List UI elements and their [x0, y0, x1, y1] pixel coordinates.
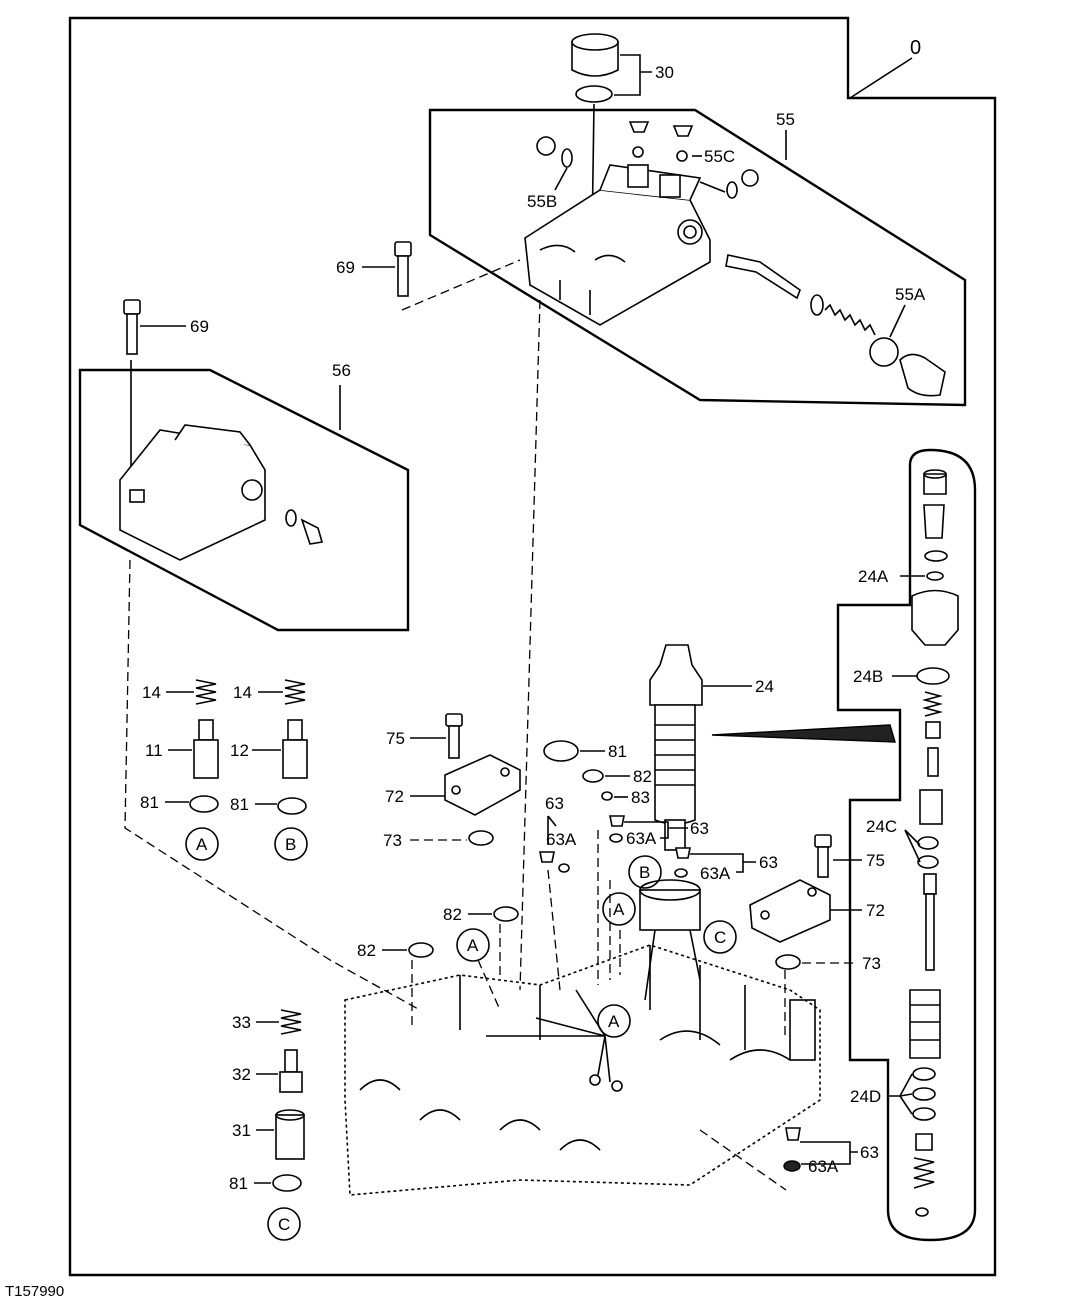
callout-33: 33 [232, 1013, 251, 1032]
valve-block-56 [119, 424, 324, 561]
callout-24: 24 [755, 677, 774, 696]
main-valve-body [344, 879, 821, 1196]
callout-11: 11 [145, 741, 163, 760]
callout-82-low: 82 [357, 941, 376, 960]
callout-63a-b: 63A [626, 829, 657, 848]
ref-circle-a-left-mid: A [456, 928, 490, 962]
callout-69-left: 69 [190, 317, 209, 336]
subassembly-55-outline [428, 108, 967, 407]
ref-circle-a-center: A [602, 892, 636, 926]
callout-72-left: 72 [385, 787, 404, 806]
callout-24c: 24C [866, 817, 897, 836]
svg-text:C: C [714, 928, 726, 947]
springs-14 [195, 679, 306, 705]
ref-circle-a-lower: A [597, 1004, 631, 1038]
o-ring-81-bottom [272, 1174, 302, 1192]
screws-top [628, 121, 694, 162]
callout-30: 30 [655, 63, 674, 82]
callout-14-left: 14 [142, 683, 161, 702]
plug-63-a [539, 851, 570, 873]
o-ring-82-center [582, 769, 604, 783]
callout-63-b: 63 [690, 819, 709, 838]
figure-id: T157990 [5, 1283, 64, 1300]
callout-55c: 55C [704, 147, 735, 166]
callout-63-c: 63 [759, 853, 778, 872]
piston-32 [279, 1049, 303, 1093]
svg-text:A: A [196, 835, 208, 854]
cap-30 [571, 33, 619, 103]
callout-75-left: 75 [386, 729, 405, 748]
kit-24-parts [909, 469, 959, 1217]
callout-55: 55 [776, 110, 795, 129]
callout-75-right: 75 [866, 851, 885, 870]
o-ring-81-b [277, 797, 307, 815]
callout-12: 12 [230, 741, 249, 760]
cover-72-right [749, 834, 832, 943]
callout-81-a: 81 [140, 793, 159, 812]
plug-63-c [674, 847, 691, 878]
cover-72-left [444, 713, 521, 816]
callout-56: 56 [332, 361, 351, 380]
callout-55b: 55B [527, 192, 557, 211]
spool-55 [725, 254, 946, 397]
callout-81-bottom: 81 [229, 1174, 248, 1193]
callout-24b: 24B [853, 667, 883, 686]
callout-14-right: 14 [233, 683, 252, 702]
o-ring-73-right [775, 954, 801, 970]
o-ring-73-left [468, 830, 494, 846]
callout-73-left: 73 [383, 831, 402, 850]
callout-83: 83 [631, 788, 650, 807]
valve-housing-55 [524, 164, 711, 326]
callout-81-center: 81 [608, 742, 627, 761]
sleeve-31 [275, 1109, 305, 1160]
o-ring-82-low [408, 942, 434, 958]
svg-text:B: B [639, 863, 650, 882]
callout-31: 31 [232, 1121, 251, 1140]
plug-63-b [609, 815, 625, 843]
cartridge-valve-24 [649, 644, 703, 851]
screw-69-left [123, 299, 141, 355]
callout-72-right: 72 [866, 901, 885, 920]
o-ring-81-center [543, 740, 579, 762]
callout-32: 32 [232, 1065, 251, 1084]
ref-circle-a-left: A [185, 827, 219, 861]
o-ring-83 [601, 791, 613, 801]
callout-69-top: 69 [336, 258, 355, 277]
callout-82-mid: 82 [443, 905, 462, 924]
ref-circle-c-center: C [703, 920, 737, 954]
plug-63-bottom [783, 1127, 801, 1172]
o-ring-82-mid [493, 906, 519, 922]
callout-24d: 24D [850, 1087, 881, 1106]
spring-33 [280, 1009, 302, 1035]
callout-63a-c: 63A [700, 864, 731, 883]
svg-text:C: C [278, 1215, 290, 1234]
callout-81-b: 81 [230, 795, 249, 814]
callout-63a-a: 63A [546, 830, 577, 849]
svg-text:A: A [613, 900, 625, 919]
ref-circle-c-bottom: C [267, 1207, 301, 1241]
pilot-pistons [193, 719, 308, 779]
ref-circle-b-left: B [274, 827, 308, 861]
screw-69-top [394, 241, 412, 297]
callout-55a: 55A [895, 285, 926, 304]
assembly-boundary [68, 16, 997, 1277]
callout-63-a: 63 [545, 794, 564, 813]
callout-63-bottom: 63 [860, 1143, 879, 1162]
svg-text:A: A [608, 1012, 620, 1031]
ref-circle-b-center: B [628, 855, 662, 889]
svg-text:B: B [285, 835, 296, 854]
callout-73-right: 73 [862, 954, 881, 973]
svg-text:A: A [467, 936, 479, 955]
kit-24-outline [836, 448, 977, 1242]
o-ring-81-a [189, 795, 219, 813]
callout-63a-bottom: 63A [808, 1157, 839, 1176]
assembly-label: 0 [910, 37, 921, 59]
callout-82-center: 82 [633, 767, 652, 786]
plug-55b [536, 136, 573, 168]
subassembly-56-outline [78, 368, 410, 632]
callout-24a: 24A [858, 567, 889, 586]
